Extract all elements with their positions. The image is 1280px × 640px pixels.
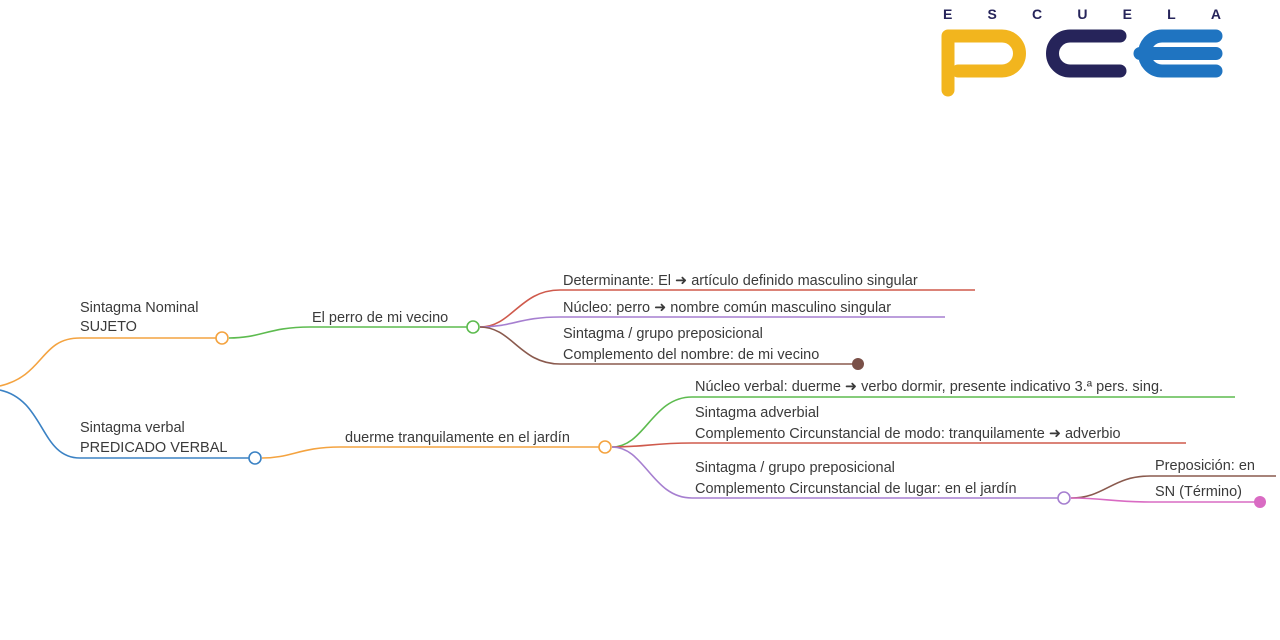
nucleo-verbal-label: Núcleo verbal: duerme ➜ verbo dormir, pr… bbox=[695, 379, 1163, 395]
escuela-pce-logo: ESCUELA bbox=[941, 6, 1223, 97]
branch-sprep1 bbox=[479, 326, 858, 365]
sv-phrase-label: duerme tranquilamente en el jardín bbox=[345, 430, 570, 446]
predicado-node-toggle[interactable] bbox=[248, 451, 262, 465]
branch-sprep2 bbox=[611, 446, 1064, 499]
sprep2-title-label: Sintagma / grupo preposicional bbox=[695, 460, 895, 476]
sn-sub-label: SUJETO bbox=[80, 319, 137, 335]
logo-letter-c bbox=[1046, 29, 1127, 78]
determinante-label: Determinante: El ➜ artículo definido mas… bbox=[563, 273, 918, 289]
sv-title-label: Sintagma verbal bbox=[80, 420, 185, 436]
branch-predicado bbox=[0, 389, 255, 459]
branch-sv-phrase bbox=[261, 446, 605, 459]
logo-mark-pce bbox=[941, 29, 1223, 97]
sprep1-sub-label: Complemento del nombre: de mi vecino bbox=[563, 347, 819, 363]
sprep2-node-toggle[interactable] bbox=[1057, 491, 1071, 505]
branch-determinante bbox=[479, 289, 975, 328]
sprep1-title-label: Sintagma / grupo preposicional bbox=[563, 326, 763, 342]
termino-node-collapsed[interactable] bbox=[1254, 496, 1266, 508]
nucleo-label: Núcleo: perro ➜ nombre común masculino s… bbox=[563, 300, 891, 316]
sn-title-label: Sintagma Nominal bbox=[80, 300, 198, 316]
branch-nucleo-verbal bbox=[611, 396, 1235, 448]
sn-phrase-node-toggle[interactable] bbox=[466, 320, 480, 334]
preposicion-label: Preposición: en bbox=[1155, 458, 1255, 474]
termino-label: SN (Término) bbox=[1155, 484, 1242, 500]
sujeto-node-toggle[interactable] bbox=[215, 331, 229, 345]
logo-letter-p bbox=[941, 29, 1026, 97]
branch-sn-phrase bbox=[228, 326, 473, 339]
sadv-sub-label: Complemento Circunstancial de modo: tran… bbox=[695, 426, 1121, 442]
sv-sub-label: PREDICADO VERBAL bbox=[80, 440, 227, 456]
sprep2-sub-label: Complemento Circunstancial de lugar: en … bbox=[695, 481, 1017, 497]
sn-phrase-label: El perro de mi vecino bbox=[312, 310, 448, 326]
branch-preposicion bbox=[1070, 475, 1276, 499]
logo-letter-e bbox=[1133, 29, 1223, 78]
branch-sujeto bbox=[0, 337, 222, 387]
sadv-title-label: Sintagma adverbial bbox=[695, 405, 819, 421]
branch-nucleo bbox=[479, 316, 945, 328]
branch-termino bbox=[1070, 497, 1260, 503]
branch-sadv bbox=[611, 442, 1186, 448]
sprep1-node-collapsed[interactable] bbox=[852, 358, 864, 370]
logo-word: ESCUELA bbox=[943, 6, 1221, 22]
sv-phrase-node-toggle[interactable] bbox=[598, 440, 612, 454]
